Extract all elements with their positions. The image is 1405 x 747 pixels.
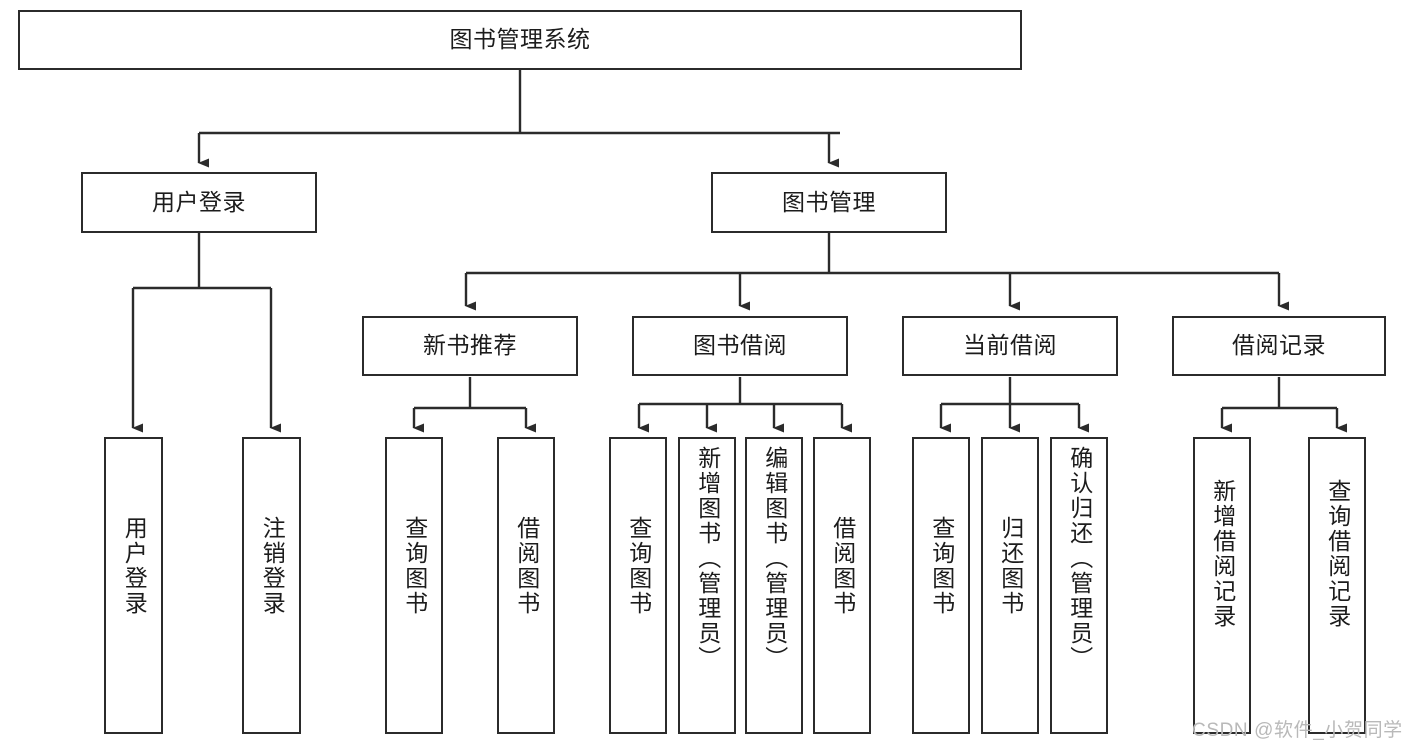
- leaf-add-book[interactable]: 新增图书（管理员）: [678, 437, 736, 734]
- leaf-add-book-label: 新增图书（管理员）: [694, 446, 721, 671]
- node-user-login-label: 用户登录: [152, 188, 246, 215]
- leaf-query-book-1[interactable]: 查询图书: [385, 437, 443, 734]
- node-book-borrow-label: 图书借阅: [693, 332, 787, 359]
- leaf-query-book-3[interactable]: 查询图书: [912, 437, 970, 734]
- leaf-query-book-2[interactable]: 查询图书: [609, 437, 667, 734]
- node-current-borrow-label: 当前借阅: [963, 332, 1057, 359]
- leaf-confirm-return-label: 确认归还（管理员）: [1066, 446, 1093, 671]
- node-book-manage[interactable]: 图书管理: [711, 172, 947, 233]
- leaf-edit-book[interactable]: 编辑图书（管理员）: [745, 437, 803, 734]
- node-borrow-record[interactable]: 借阅记录: [1172, 316, 1386, 376]
- leaf-user-login[interactable]: 用户登录: [104, 437, 163, 734]
- leaf-borrow-book-1-label: 借阅图书: [513, 516, 540, 616]
- node-book-manage-label: 图书管理: [782, 188, 876, 215]
- node-new-book-rec[interactable]: 新书推荐: [362, 316, 578, 376]
- leaf-return-book[interactable]: 归还图书: [981, 437, 1039, 734]
- node-user-login[interactable]: 用户登录: [81, 172, 317, 233]
- leaf-logout[interactable]: 注销登录: [242, 437, 301, 734]
- leaf-add-record-label: 新增借阅记录: [1209, 479, 1236, 629]
- leaf-query-book-2-label: 查询图书: [625, 516, 652, 616]
- leaf-borrow-book-2[interactable]: 借阅图书: [813, 437, 871, 734]
- leaf-query-record[interactable]: 查询借阅记录: [1308, 437, 1366, 734]
- leaf-return-book-label: 归还图书: [997, 516, 1024, 616]
- leaf-borrow-book-2-label: 借阅图书: [829, 516, 856, 616]
- node-borrow-record-label: 借阅记录: [1232, 332, 1326, 359]
- csdn-watermark: CSDN @软件_小贺同学: [1192, 720, 1403, 741]
- leaf-user-login-label: 用户登录: [121, 516, 148, 616]
- leaf-add-record[interactable]: 新增借阅记录: [1193, 437, 1251, 734]
- leaf-borrow-book-1[interactable]: 借阅图书: [497, 437, 555, 734]
- leaf-confirm-return[interactable]: 确认归还（管理员）: [1050, 437, 1108, 734]
- node-book-borrow[interactable]: 图书借阅: [632, 316, 848, 376]
- node-new-book-rec-label: 新书推荐: [423, 332, 517, 359]
- leaf-edit-book-label: 编辑图书（管理员）: [761, 446, 788, 671]
- node-root[interactable]: 图书管理系统: [18, 10, 1022, 70]
- node-current-borrow[interactable]: 当前借阅: [902, 316, 1118, 376]
- node-root-label: 图书管理系统: [449, 26, 591, 53]
- leaf-query-record-label: 查询借阅记录: [1324, 479, 1351, 629]
- leaf-query-book-1-label: 查询图书: [401, 516, 428, 616]
- leaf-query-book-3-label: 查询图书: [928, 516, 955, 616]
- leaf-logout-label: 注销登录: [259, 516, 286, 616]
